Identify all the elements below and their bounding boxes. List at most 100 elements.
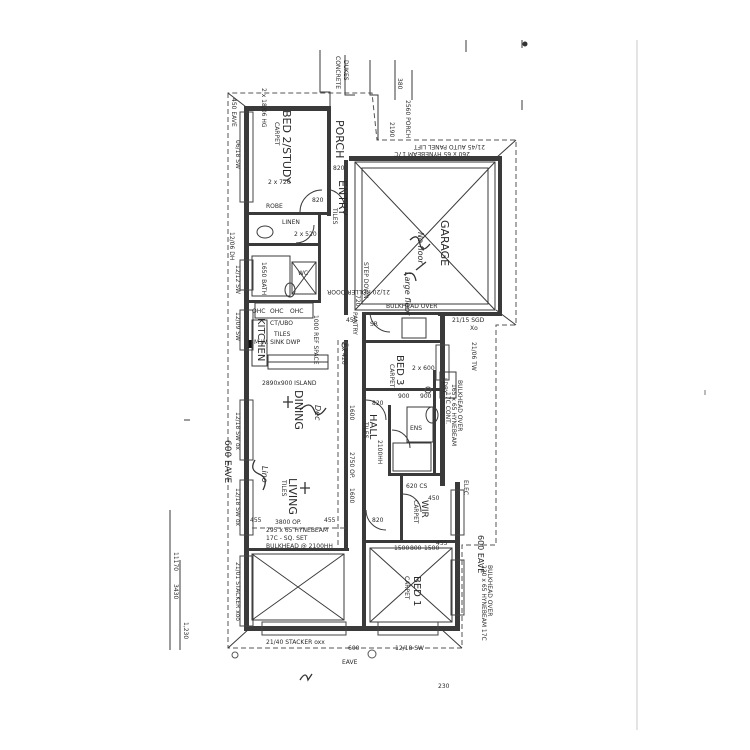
label-bed3-2x600: 2 x 600 — [412, 365, 435, 372]
door-linen — [295, 224, 315, 244]
label-d900b: 900 — [420, 393, 432, 400]
label-bulkhead-2100: BULKHEAD @ 2100HH — [266, 543, 333, 550]
label-ldry: LDRY — [441, 378, 448, 394]
room-garage: GARAGE — [438, 220, 451, 266]
roof-hip-line — [439, 627, 463, 649]
label-d1600b: 1600 — [348, 488, 355, 503]
grid-marker — [367, 649, 377, 659]
label-sw-left4: 12/12 SW — [234, 265, 241, 294]
bed1-cross — [369, 547, 453, 623]
window-bed1-right — [450, 559, 465, 616]
label-auto-panel-lift: 21/45 AUTO PANEL LIFT — [414, 143, 485, 150]
wall-linen-bottom — [249, 243, 319, 246]
shower-fixture — [291, 261, 317, 295]
label-d2750: 2750 OP. — [348, 452, 355, 479]
label-d900a: 900 — [398, 393, 410, 400]
hand-note-large: Large floor — [403, 272, 412, 316]
label-cs620: 620 CS — [406, 483, 428, 490]
garage-outline — [354, 161, 496, 311]
label-step-down: STEP DOWN — [362, 262, 369, 299]
door-bed3 — [365, 399, 387, 421]
label-dukes: DUKES — [342, 60, 349, 81]
basin-fixture — [256, 225, 274, 239]
label-beam-spec: 295 x 65 HYNEBEAM — [266, 527, 328, 534]
label-sw-left3: 12/09 SW — [234, 312, 241, 341]
room-bed2-floor: CARPET — [273, 122, 280, 146]
label-ct-ubo: CT/UBO — [270, 320, 293, 327]
wall-entry-right — [344, 160, 348, 315]
room-dining: DINING — [292, 390, 305, 430]
wall-wir-left — [400, 476, 403, 541]
door-wir — [402, 493, 422, 513]
kitchen-overhead — [254, 302, 314, 319]
label-d820c: 820 — [372, 400, 384, 407]
wall-top-garage — [349, 156, 501, 161]
label-pantry: PANTRY — [351, 312, 358, 335]
wall-hall-left — [344, 340, 348, 550]
handwritten-mark — [409, 236, 431, 250]
room-bed1: BED 1 — [411, 576, 422, 606]
roof-hip-line — [495, 139, 517, 159]
handwritten-scribble — [299, 673, 313, 682]
label-ens: ENS — [410, 425, 422, 432]
shower-cross — [291, 261, 317, 295]
wall-bottom-garage — [438, 312, 502, 316]
garage-diagonal — [354, 161, 496, 311]
wall-pantry-top — [362, 312, 440, 315]
room-kitchen: KITCHEN — [255, 318, 266, 361]
label-d455d: 455 — [346, 317, 358, 324]
label-concrete: CONCRETE — [334, 56, 341, 89]
label-ref-space: 1000 REF SPACE — [312, 315, 319, 365]
wall-top-bed2 — [244, 106, 330, 111]
label-meter-mark: 2100HH — [376, 440, 383, 464]
ensuite-vanity — [392, 442, 432, 472]
wall-right-middle — [440, 312, 445, 486]
label-sw-bottom: 12/18 SW — [395, 645, 424, 652]
label-d2560: 2560 PORCH — [404, 100, 411, 138]
room-porch: PORCH — [333, 120, 346, 158]
label-sw-left1: 12/18 SW ox — [234, 412, 241, 450]
roof-eave-outline — [227, 92, 517, 649]
label-bulkhead-right1: BULKHEAD OVER — [456, 380, 463, 431]
handwritten-plus — [300, 482, 310, 494]
window-bed2 — [239, 111, 254, 203]
wall-right-garage — [498, 156, 502, 316]
label-bulkhead-right2: BULKHEAD OVER — [486, 565, 493, 616]
wc-bowl — [284, 282, 296, 298]
label-dh-left: 12/06 DH — [228, 232, 235, 260]
room-bed1-floor: CARPET — [403, 576, 410, 600]
bed1-ceiling — [369, 547, 453, 623]
grid-marker — [341, 341, 349, 349]
label-eave-bottom: 600 — [348, 645, 360, 652]
laundry-trough — [439, 371, 457, 399]
label-ohc2: OHC — [270, 308, 283, 315]
label-d800: 800 — [410, 545, 422, 552]
label-wc: WC — [298, 270, 308, 277]
room-bed3-floor: CARPET — [388, 364, 395, 388]
window-kitchen — [239, 309, 254, 351]
label-mw-sink: M.W. SINK DWP — [254, 339, 301, 346]
label-d1500b: 1500 — [424, 545, 439, 552]
label-bulkhead-right1b: 165 x 65 HYNEBEAM — [450, 384, 457, 446]
label-d820b: 820 — [312, 197, 324, 204]
room-bed3: BED 3 — [394, 355, 405, 385]
label-sgd-xo: Xo — [470, 325, 478, 332]
label-ohc1: OHC — [252, 308, 265, 315]
door-ens — [391, 429, 411, 449]
label-robe-2x720: 2 x 720 — [268, 179, 291, 186]
label-d455b: 455 — [324, 517, 336, 524]
label-d455c: 455 — [436, 540, 448, 547]
room-entry: ENTRY — [336, 180, 349, 216]
label-bulkhead-right2b: 230 x 65 HYNEBEAM 17C — [480, 565, 487, 641]
handwritten-plus — [283, 396, 293, 408]
label-eave-bottom2: EAVE — [342, 659, 358, 666]
room-wir: WIR — [419, 500, 429, 518]
window-stacker-bottom — [261, 621, 347, 636]
label-sink-wc: 2 x 520 — [294, 231, 317, 238]
wall-bed1-top — [362, 540, 460, 543]
handwritten-mark — [252, 459, 266, 491]
ensuite-wc — [425, 406, 439, 424]
label-hynebeam-garage: 260 x 65 HYNEBEAM 17C — [394, 150, 470, 157]
window-bath — [239, 259, 254, 291]
label-d380: 380 — [396, 78, 403, 90]
